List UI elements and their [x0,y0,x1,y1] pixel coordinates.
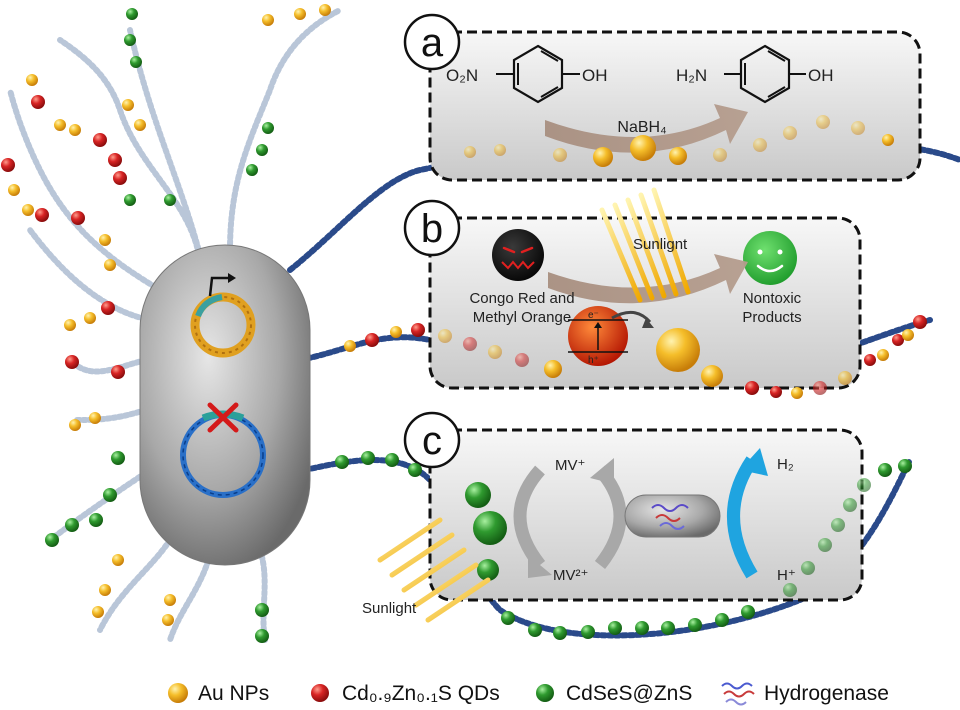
product-label-line1: Nontoxic [743,290,802,307]
legend-swatch-au [168,683,188,703]
enzyme-cell [624,494,721,538]
hole-label: h⁺ [588,355,599,366]
product-oh-label: OH [808,66,834,85]
h2-evolution-arrow [727,456,758,579]
toxic-dye-face-icon [492,229,544,281]
product-amino-label: H₂N [676,66,707,85]
knockout-x-icon [207,402,239,433]
legend-label-cdzns: Cd₀.₉Zn₀.₁S QDs [342,682,500,705]
panel-b-letter: b [421,207,443,251]
reactant-oh-label: OH [582,66,608,85]
sunlight-rays-c [377,517,491,623]
reactant-benzene-ring [512,44,564,104]
legend: Au NPs Cd₀.₉Zn₀.₁S QDs CdSeS@ZnS Hydroge… [168,682,889,706]
panel-b: b Sunlignt Congo Red and Methyl Orange N… [344,187,927,399]
reactant-nitro-label: O₂N [446,66,478,85]
smile-face-icon [743,231,797,285]
sunlight-label-b: Sunlignt [633,236,688,253]
legend-label-au: Au NPs [198,682,269,705]
product-label-line2: Products [742,309,801,326]
h2-label: H₂ [777,456,794,473]
mv-2plus-label: MV²⁺ [553,567,588,584]
product-benzene-ring [739,44,791,104]
promoter-arrow-icon [208,276,232,297]
legend-swatch-cdses [536,684,554,702]
legend-label-hydrogenase: Hydrogenase [764,682,889,705]
reaction-arrow [545,104,748,153]
mv-plus-label: MV⁺ [555,457,585,474]
panel-a-letter: a [421,21,444,65]
legend-swatch-hydrogenase [721,682,755,706]
panel-c-letter: c [422,419,442,463]
panel-a: a O₂N OH H₂N OH NaBH₄ [403,13,922,182]
bacterial-cell [139,244,311,566]
electron-label: e⁻ [588,310,599,321]
hydrogenase-icon [651,504,689,530]
panel-c: c MV⁺ MV²⁺ H₂ H⁺ [335,411,912,640]
legend-label-cdses: CdSeS@ZnS [566,682,692,705]
dye-label-line1: Congo Red and [469,290,574,307]
dye-label-line2: Methyl Orange [473,309,571,326]
left-cycle-arrow [513,465,546,570]
reagent-label: NaBH₄ [617,119,666,136]
left-strand-particles [1,4,331,643]
sunlight-rays-b [599,187,691,303]
legend-swatch-cdzns [311,684,329,702]
hplus-label: H⁺ [777,567,796,584]
degradation-arrow [548,254,748,304]
sunlight-label-c: Sunlight [362,600,417,617]
